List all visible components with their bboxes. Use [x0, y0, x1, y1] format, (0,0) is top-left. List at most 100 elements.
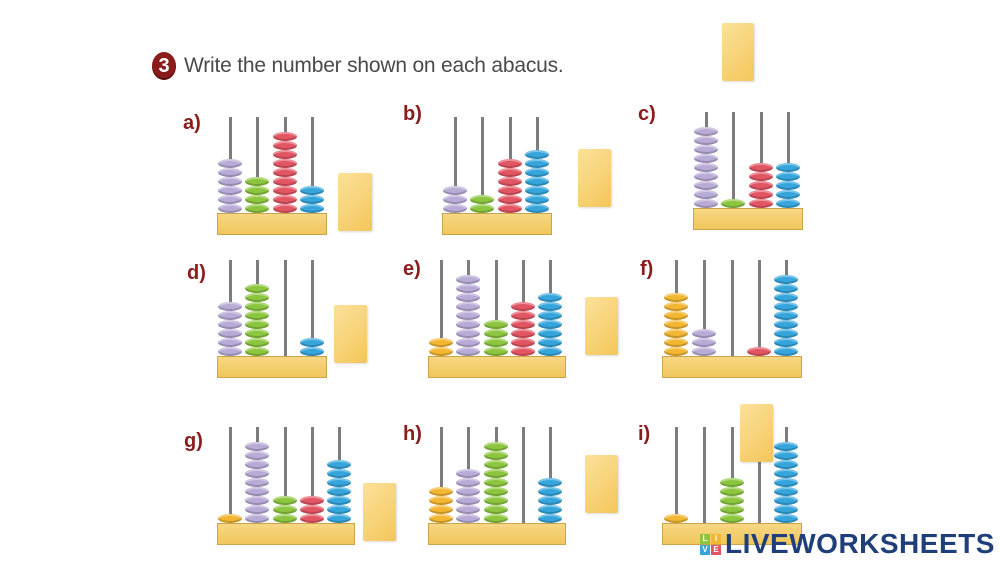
answer-input-g[interactable] [363, 483, 396, 541]
green-bead [245, 320, 269, 329]
blue-bead [327, 505, 351, 514]
red-bead [511, 302, 535, 311]
purple-bead [245, 469, 269, 478]
blue-bead [776, 163, 800, 172]
abacus-frame [693, 110, 803, 230]
red-bead [273, 204, 297, 213]
green-bead [484, 496, 508, 505]
purple-bead [218, 204, 242, 213]
purple-bead [218, 302, 242, 311]
logo-text: LIVEWORKSHEETS [725, 528, 995, 559]
red-bead [273, 186, 297, 195]
green-bead [721, 199, 745, 208]
blue-bead [774, 275, 798, 284]
blue-bead [774, 320, 798, 329]
blue-bead [525, 204, 549, 213]
green-bead [245, 177, 269, 186]
abacus-frame [217, 425, 355, 545]
orange-bead [429, 505, 453, 514]
green-bead [720, 496, 744, 505]
red-bead [273, 141, 297, 150]
purple-bead [218, 338, 242, 347]
abacus-rod-orange [229, 427, 232, 523]
blue-bead [300, 338, 324, 347]
green-bead [484, 442, 508, 451]
red-bead [498, 177, 522, 186]
purple-bead [218, 320, 242, 329]
abacus-label: e) [403, 258, 421, 280]
green-bead [273, 496, 297, 505]
blue-bead [525, 168, 549, 177]
green-bead [245, 293, 269, 302]
green-bead [484, 329, 508, 338]
answer-input-i[interactable] [740, 404, 773, 462]
abacus-base [662, 523, 802, 545]
blue-bead [774, 329, 798, 338]
abacus-base [662, 356, 802, 378]
abacus-base [428, 356, 566, 378]
purple-bead [694, 172, 718, 181]
red-bead [273, 177, 297, 186]
blue-bead [327, 460, 351, 469]
abacus-base [428, 523, 566, 545]
red-bead [511, 320, 535, 329]
purple-bead [456, 293, 480, 302]
purple-bead [245, 442, 269, 451]
abacus-rod-orange [675, 427, 678, 523]
purple-bead [443, 186, 467, 195]
blue-bead [774, 469, 798, 478]
purple-bead [692, 329, 716, 338]
purple-bead [245, 487, 269, 496]
blue-bead [776, 190, 800, 199]
red-bead [747, 347, 771, 356]
blue-bead [774, 338, 798, 347]
orange-bead [429, 347, 453, 356]
abacus-frame [217, 258, 327, 378]
answer-input-c[interactable] [722, 23, 754, 81]
answer-input-d[interactable] [334, 305, 367, 363]
blue-bead [538, 302, 562, 311]
red-bead [749, 163, 773, 172]
blue-bead [538, 487, 562, 496]
abacus-base [217, 523, 355, 545]
blue-bead [776, 172, 800, 181]
green-bead [470, 195, 494, 204]
orange-bead [664, 320, 688, 329]
green-bead [245, 302, 269, 311]
purple-bead [456, 320, 480, 329]
blue-bead [776, 199, 800, 208]
abacus-rod-green [495, 260, 498, 356]
purple-bead [245, 514, 269, 523]
red-bead [749, 181, 773, 190]
purple-bead [218, 159, 242, 168]
abacus-rod-green [284, 427, 287, 523]
blue-bead [538, 347, 562, 356]
green-bead [245, 284, 269, 293]
purple-bead [694, 190, 718, 199]
green-bead [484, 514, 508, 523]
answer-input-b[interactable] [578, 149, 611, 207]
green-bead [245, 195, 269, 204]
red-bead [749, 172, 773, 181]
blue-bead [300, 186, 324, 195]
green-bead [273, 514, 297, 523]
purple-bead [692, 338, 716, 347]
purple-bead [245, 478, 269, 487]
answer-input-a[interactable] [338, 173, 372, 231]
purple-bead [245, 505, 269, 514]
orange-bead [429, 496, 453, 505]
answer-input-e[interactable] [585, 297, 618, 355]
red-bead [498, 186, 522, 195]
purple-bead [245, 451, 269, 460]
abacus-rod-purple [454, 117, 457, 213]
red-bead [511, 311, 535, 320]
abacus-label: a) [183, 112, 201, 134]
green-bead [273, 505, 297, 514]
answer-input-h[interactable] [585, 455, 618, 513]
blue-bead [774, 487, 798, 496]
liveworksheets-logo: L I V E LIVEWORKSHEETS [700, 528, 995, 560]
purple-bead [456, 478, 480, 487]
red-bead [498, 195, 522, 204]
purple-bead [218, 186, 242, 195]
purple-bead [456, 469, 480, 478]
